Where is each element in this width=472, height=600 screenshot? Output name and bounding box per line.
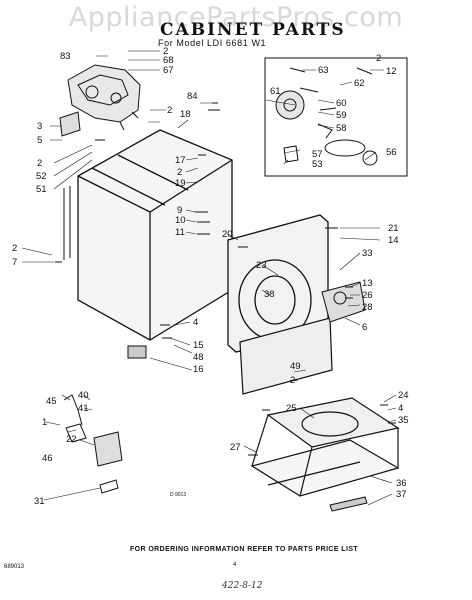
ordering-footer: FOR ORDERING INFORMATION REFER TO PARTS … [130,546,359,553]
callout-52: 52 [36,171,47,182]
watermark: AppliancePartsPros.com [68,2,404,33]
callout-68: 68 [163,55,174,66]
callout-13: 13 [362,278,373,289]
callout-7: 7 [12,257,17,268]
callout-45: 45 [46,396,57,407]
callout-57: 57 [312,149,323,160]
callout-62: 62 [354,78,365,89]
diagram-code: D 9013 [170,492,187,498]
callout-9: 9 [177,205,182,216]
callout-26: 26 [362,290,373,301]
callout-31: 31 [34,496,45,507]
callout-23: 23 [256,260,267,271]
callout-10: 10 [175,215,186,226]
cabinet-shell [77,129,233,341]
page-title: CABINET PARTS [160,20,346,40]
callout-58: 58 [336,123,347,134]
callout-61: 61 [270,86,281,97]
callout-41: 41 [78,403,89,414]
callout-6: 6 [362,322,367,333]
callout-46: 46 [42,453,53,464]
callout-84: 84 [187,91,198,102]
clip-46 [65,423,87,443]
top-lid [250,397,400,497]
callout-2: 2 [37,158,42,169]
callout-33: 33 [362,248,373,259]
callout-22: 22 [66,434,77,445]
callout-16: 16 [193,364,204,375]
callout-56: 56 [386,147,397,158]
inset-parts [275,67,378,166]
hinge [321,281,366,323]
handwritten-note: 422-8-12 [222,581,263,591]
callout-17: 17 [175,155,186,166]
callout-19: 19 [175,178,186,189]
callout-67: 67 [163,65,174,76]
leader-lines [21,50,397,506]
callout-49: 49 [290,361,301,372]
callout-2: 2 [12,243,17,254]
callout-4: 4 [398,403,403,414]
wire-45 [63,394,83,426]
callout-59: 59 [336,110,347,121]
callout-11: 11 [175,227,185,238]
model-label: For Model LDI 6681 W1 [158,38,267,48]
kick-panel [239,317,333,395]
bracket-3 [59,111,81,137]
callout-12: 12 [386,66,397,77]
callout-28: 28 [362,302,373,313]
callout-5: 5 [37,135,42,146]
callout-24: 24 [398,390,409,401]
callout-20: 20 [222,229,233,240]
callout-labels: 83 2 68 67 2 2 63 12 62 61 60 59 58 57 5… [12,46,409,507]
callout-1: 1 [42,417,47,428]
callout-40: 40 [78,390,89,401]
callout-37: 37 [396,489,407,500]
callout-2: 2 [376,53,381,64]
callout-15: 15 [193,340,204,351]
callout-2: 2 [167,105,172,116]
callout-38: 38 [264,289,275,300]
callout-21: 21 [388,223,399,234]
inset-box [264,57,408,177]
pump-assembly [67,64,141,131]
callout-51: 51 [36,184,47,195]
side-rod [63,186,71,260]
switch-22 [93,431,123,467]
callout-60: 60 [336,98,347,109]
callout-14: 14 [388,235,399,246]
callout-4: 4 [193,317,198,328]
screws [55,102,396,456]
callout-2: 2 [290,375,295,386]
callout-83: 83 [60,51,71,62]
callout-2: 2 [163,46,168,57]
callout-53: 53 [312,159,323,170]
part-31 [99,479,119,494]
callout-63: 63 [318,65,329,76]
callout-2: 2 [177,167,182,178]
foot-16 [127,345,147,359]
strip-37 [329,496,368,512]
callout-27: 27 [230,442,241,453]
callout-36: 36 [396,478,407,489]
callout-3: 3 [37,121,42,132]
callout-35: 35 [398,415,409,426]
document-code: 689013 [4,564,25,570]
callout-25: 25 [286,403,297,414]
callout-18: 18 [180,109,191,120]
page-number: 4 [233,562,237,568]
callout-48: 48 [193,352,204,363]
